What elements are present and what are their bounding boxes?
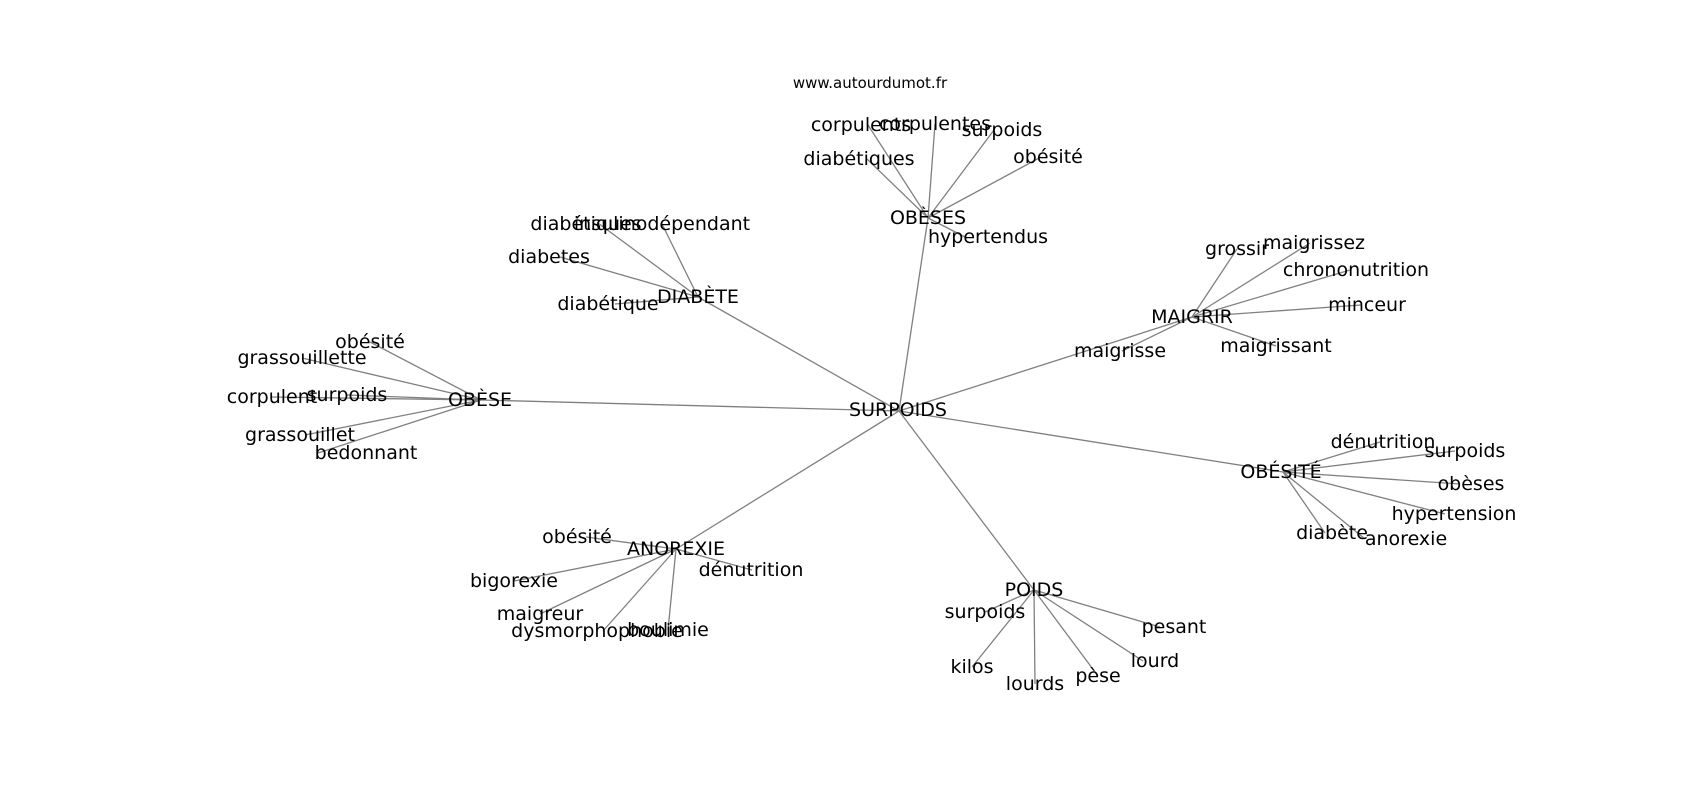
word-label: diabétiques — [803, 148, 914, 170]
graph-edge — [602, 548, 677, 632]
word-label: kilos — [950, 656, 993, 678]
graph-edge — [559, 256, 699, 298]
word-label: surpoids — [1425, 440, 1506, 462]
word-label: diabétiques — [530, 213, 641, 235]
graph-edge — [898, 316, 1193, 412]
word-label: grassouillette — [237, 347, 366, 369]
word-label: pèse — [1075, 665, 1120, 687]
word-label: hypertendus — [928, 226, 1048, 248]
word-label: hypertension — [1392, 503, 1517, 525]
hub-label-obeses: OBÈSES — [890, 206, 966, 229]
graph-edge — [317, 399, 482, 454]
site-url: www.autourdumot.fr — [793, 74, 948, 92]
word-label: obésité — [542, 526, 612, 548]
graph-edge — [675, 410, 900, 550]
hub-label-maigrir: MAIGRIR — [1151, 306, 1233, 328]
graph-edge — [661, 223, 699, 298]
word-label: maigreur — [497, 603, 584, 625]
graph-edge — [1191, 242, 1311, 318]
center-node-label: SURPOIDS — [849, 399, 947, 421]
graph-edge — [1282, 471, 1461, 485]
hub-label-poids: POIDS — [1005, 579, 1064, 601]
graph-edge — [1282, 471, 1366, 540]
word-label: minceur — [1328, 294, 1406, 316]
word-label: diabétique — [557, 293, 658, 315]
word-label: bigorexie — [470, 570, 558, 592]
graph-edge — [1033, 589, 1099, 677]
graph-edge — [1033, 589, 1036, 685]
word-label: insulinodépendant — [574, 213, 750, 235]
graph-edge — [1282, 441, 1381, 473]
hub-label-obese: OBÈSE — [448, 388, 512, 411]
graph-edge — [984, 589, 1035, 613]
graph-edge — [1191, 304, 1362, 318]
graph-edge — [866, 158, 929, 219]
graph-edge — [898, 410, 1284, 473]
graph-edge — [539, 548, 677, 615]
word-label: surpoids — [962, 119, 1043, 141]
word-label: corpulentes — [879, 113, 991, 135]
word-label: grossir — [1205, 238, 1269, 260]
graph-edge — [927, 217, 966, 238]
graph-edges — [271, 123, 1461, 685]
word-label: diabetes — [508, 246, 590, 268]
graph-edge — [1282, 450, 1456, 473]
word-label: maigrisse — [1074, 340, 1166, 362]
word-label: dénutrition — [1331, 431, 1436, 453]
word-label: obésité — [335, 331, 405, 353]
word-label: grassouillet — [245, 424, 355, 446]
graph-edge — [597, 222, 699, 298]
graph-edge — [1191, 316, 1277, 347]
word-label: obésité — [1013, 146, 1083, 168]
graph-edge — [271, 396, 482, 401]
graph-edge — [697, 296, 900, 412]
graph-edge — [369, 341, 482, 401]
graph-edge — [1282, 471, 1446, 515]
graph-edge — [1033, 589, 1161, 628]
word-label: obèses — [1438, 473, 1505, 495]
graph-edge — [1033, 589, 1144, 662]
hub-label-anorexie: ANOREXIE — [627, 538, 725, 560]
hub-label-obesite: OBÉSITÉ — [1240, 460, 1321, 483]
graph-edge — [667, 548, 677, 631]
word-label: corpulent — [227, 386, 317, 408]
graph-edge — [1121, 316, 1193, 352]
word-label: diabète — [1296, 522, 1368, 544]
graph-edge — [585, 536, 677, 550]
word-label: surpoids — [945, 601, 1026, 623]
word-label: lourds — [1006, 673, 1064, 695]
word-label: chrononutrition — [1283, 259, 1429, 281]
word-label: lourd — [1131, 650, 1179, 672]
word-label: boulimie — [627, 619, 709, 641]
graph-edge — [898, 410, 1035, 591]
graph-edge — [614, 296, 699, 305]
graph-edge — [304, 399, 482, 436]
graph-edge — [675, 548, 753, 571]
graph-edge — [480, 399, 900, 412]
word-label: anorexie — [1365, 528, 1447, 550]
graph-edge — [927, 156, 1042, 219]
hub-label-diabete: DIABÈTE — [657, 285, 739, 308]
graph-edge — [927, 129, 995, 219]
graph-edge — [971, 589, 1035, 668]
word-label: dénutrition — [699, 559, 804, 581]
graph-edge — [1282, 471, 1326, 534]
graph-edge — [927, 123, 936, 219]
word-label: surpoids — [307, 384, 388, 406]
graph-edge — [301, 357, 482, 401]
graph-edge — [867, 124, 929, 219]
graph-edge — [1191, 269, 1351, 318]
word-label: maigrissez — [1263, 232, 1365, 254]
graph-edge — [898, 217, 929, 412]
word-label: dysmorphophobie — [511, 620, 683, 642]
graph-edge — [513, 548, 677, 582]
word-label: pesant — [1142, 616, 1207, 638]
word-label: corpulents — [811, 114, 911, 136]
graph-edge — [1191, 248, 1238, 318]
word-label: maigrissant — [1220, 335, 1332, 357]
word-label: bedonnant — [315, 442, 418, 464]
